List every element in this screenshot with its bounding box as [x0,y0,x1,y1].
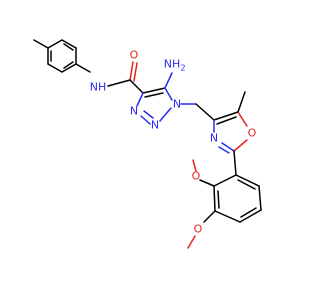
bond [214,210,241,223]
bond [233,150,237,176]
bond [237,111,248,127]
bond [213,174,237,187]
bond [237,91,246,113]
bond [213,185,216,212]
bond [195,103,215,121]
bond [239,209,262,223]
triazole-n1-label: N [173,98,181,111]
bond [217,190,220,209]
bond [47,39,63,49]
bond [63,61,74,69]
bond [199,179,215,187]
amino-nh-text: NH [164,58,181,71]
bond [129,61,134,81]
bond [203,210,216,223]
bond [216,116,237,125]
oxazole-nitrogen-label: N [210,132,218,145]
methoxy-oxygen-label: O [192,170,201,183]
bond [164,72,173,89]
chemical-structure-diagram: NH 2 NH O N N N N O O O [33,39,262,249]
carbonyl-oxygen-label: O [130,49,139,62]
bond [63,43,74,51]
bonds [33,39,262,249]
triazole-n3-label: N [130,105,138,118]
bond [240,207,257,218]
bond [164,87,173,101]
bond [136,92,144,107]
bond [33,39,49,49]
bond [143,110,154,119]
atom-labels: NH 2 NH O N N N N O O O [90,49,257,236]
bond [140,115,151,125]
bond [233,139,248,152]
bond [107,79,131,87]
bond [61,39,77,49]
bond [192,159,197,172]
bond [213,111,239,121]
bond [144,92,164,98]
triazole-n2-label: N [151,119,159,132]
bond [237,179,256,190]
bond [258,185,262,211]
amino-subscript-text: 2 [180,64,185,73]
bond [159,107,172,122]
bond [142,87,166,94]
amide-nh-label: NH [90,81,107,94]
bond [221,142,235,152]
bond [47,63,63,73]
bond [129,79,144,94]
bond [133,62,138,82]
amino-group-label: NH 2 [164,58,186,73]
methoxy-oxygen-label: O [194,223,203,236]
bond [61,63,77,73]
bond [187,235,196,249]
bond [75,63,91,73]
oxazole-oxygen-label: O [248,127,257,140]
bond [235,174,260,187]
bond [218,146,230,154]
